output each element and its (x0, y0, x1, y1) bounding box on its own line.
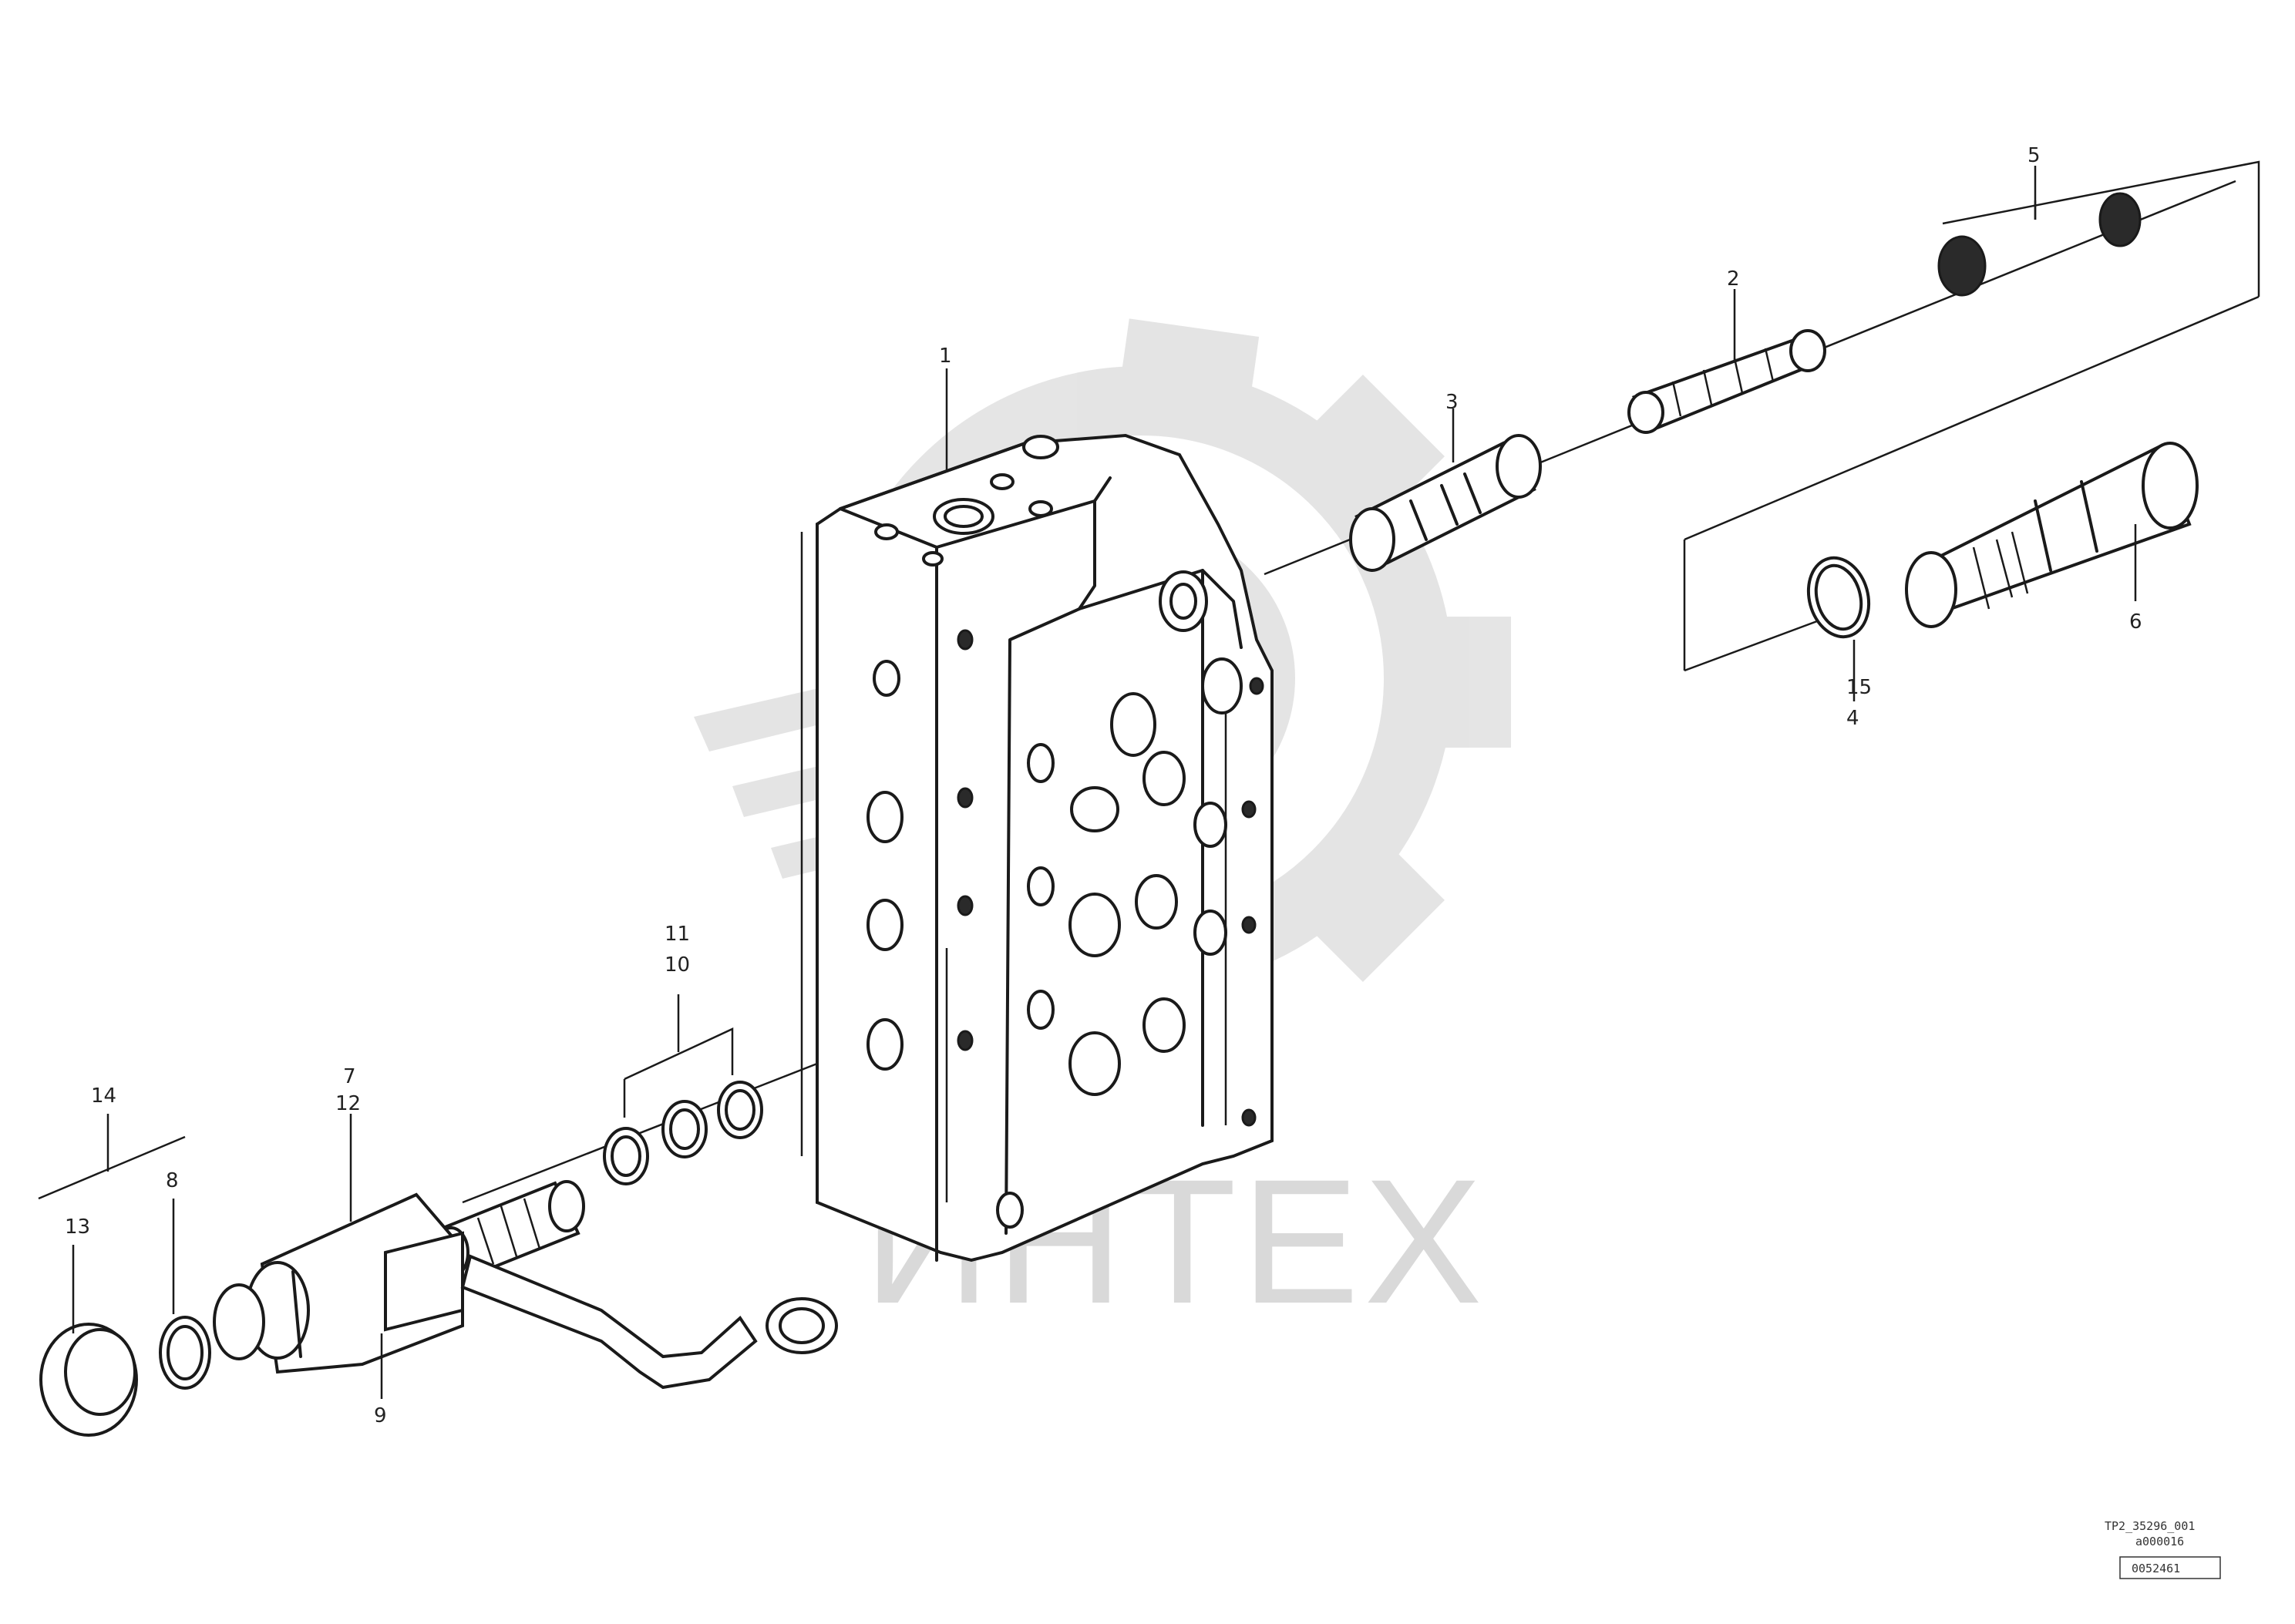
spool-part-3 (1349, 434, 1542, 572)
oring-part-4 (1806, 556, 1871, 639)
callouts: 1 2 3 4 5 6 7 8 9 10 11 12 13 14 15 (65, 144, 2142, 1427)
spring-part-2 (1627, 329, 1826, 434)
fitting-part-6 (1905, 442, 2199, 628)
cap-part-15 (39, 1323, 138, 1437)
callout-13: 13 (65, 1215, 90, 1239)
cable (460, 1254, 758, 1390)
callout-1: 1 (939, 345, 952, 368)
callout-12: 12 (335, 1092, 361, 1115)
oring-part-8a (213, 1283, 265, 1360)
callout-8: 8 (166, 1169, 179, 1192)
callout-4: 4 (1846, 707, 1859, 730)
callout-15: 15 (1846, 676, 1872, 699)
solenoid-part-9 (245, 1192, 464, 1374)
callout-10: 10 (665, 953, 690, 977)
callout-11: 11 (665, 923, 690, 946)
callout-3: 3 (1445, 391, 1459, 414)
callout-5: 5 (2027, 144, 2041, 167)
ref-code-line3: 0052461 (2132, 1562, 2180, 1575)
valve-block (800, 433, 1274, 1263)
lower-left-assembly (38, 994, 838, 1437)
callout-7: 7 (343, 1065, 356, 1088)
upper-right-assembly (1264, 160, 2260, 672)
callout-9: 9 (374, 1404, 387, 1427)
leader-lines (945, 166, 2137, 1202)
callout-6: 6 (2129, 610, 2142, 634)
callout-14: 14 (91, 1084, 116, 1108)
ref-code-line1: TP2_35296_001 (2105, 1519, 2195, 1533)
callout-2: 2 (1727, 267, 1740, 291)
reference-code-block: TP2_35296_001 a000016 0052461 (2105, 1519, 2221, 1579)
ref-code-line2: a000016 (2135, 1535, 2184, 1548)
